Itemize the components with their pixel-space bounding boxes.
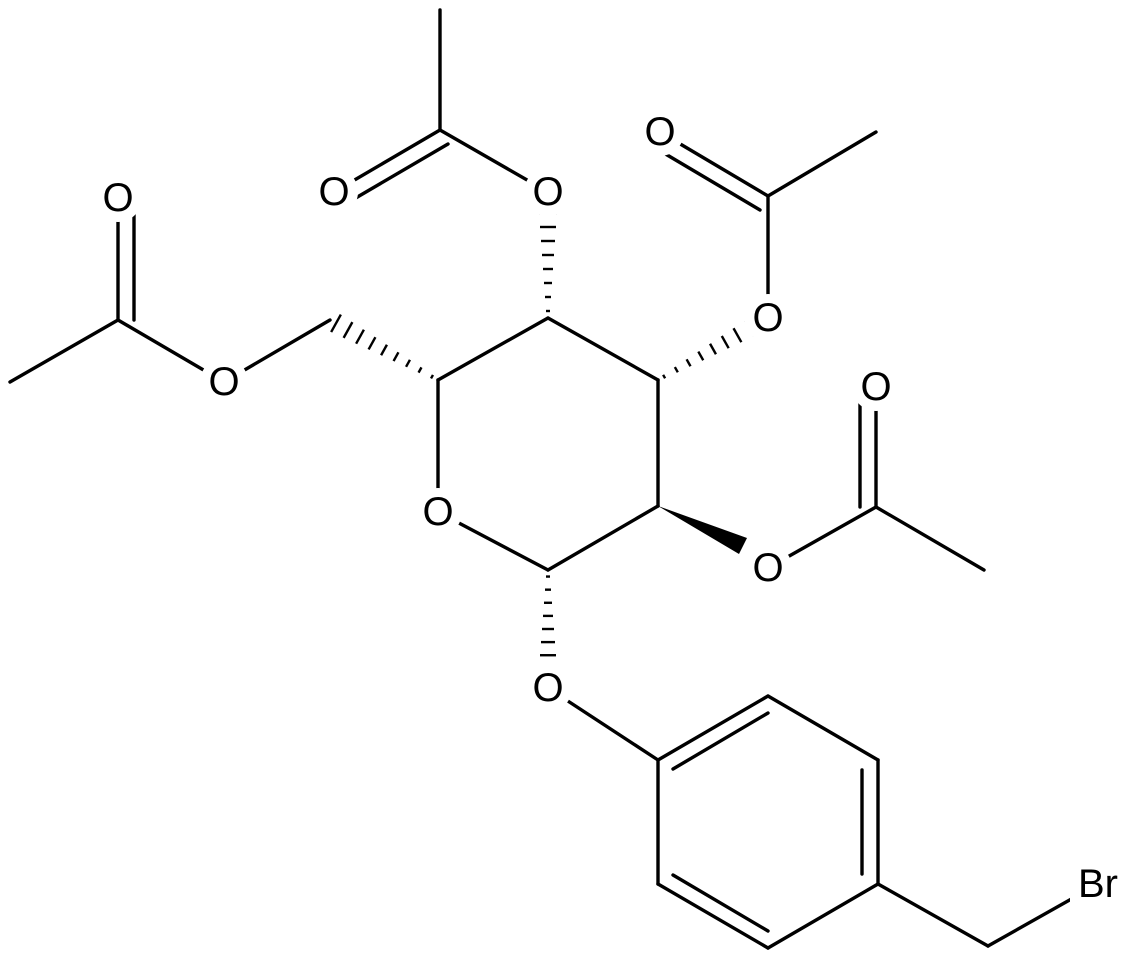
bond-o-aryl (546, 686, 660, 762)
hashed-bond-c4-o4 (538, 197, 558, 313)
hash-stroke (392, 351, 400, 362)
bond-c3-carbonyl-o (658, 130, 770, 198)
hash-stroke (732, 327, 743, 343)
carbonyl-oxygen-c2-label: O (860, 365, 891, 409)
bond-lines (8, 8, 1100, 950)
hash-stroke (417, 366, 423, 374)
hashed-bond-c5-c6 (330, 314, 435, 379)
bond-c4-c3 (546, 316, 660, 382)
glycosidic-oxygen-label: O (532, 666, 563, 710)
hashed-bond-c1-o1 (538, 575, 558, 683)
hash-stroke (744, 319, 756, 337)
ester-oxygen-c4-label: O (532, 170, 563, 214)
bond-c5-c4 (436, 316, 550, 382)
bond-ar1-ar2 (656, 694, 770, 762)
carbonyl-oxygen-c6-label: O (102, 176, 133, 220)
bond-c4-carbonyl-o-2 (340, 142, 450, 208)
bond-c3-carbonyl-o-2 (650, 144, 762, 212)
bond-ch2-br (986, 882, 1100, 948)
bond-o2-carbonyl-c (766, 505, 878, 570)
bond-ar5-ar6 (656, 882, 770, 950)
bond-ar2-ar3 (766, 694, 880, 762)
carbonyl-oxygen-c3-label: O (644, 110, 675, 154)
ring-oxygen-label: O (422, 490, 453, 534)
hash-stroke (685, 358, 692, 367)
bond-c6-o6 (222, 318, 332, 384)
bromine-label: Br (1078, 862, 1118, 906)
bond-ar4-ch2 (876, 882, 990, 948)
atom-labels: O O O O O O O O O O Br (102, 110, 1118, 906)
hash-stroke (709, 343, 717, 355)
hash-stroke (662, 374, 667, 379)
hash-stroke (367, 336, 377, 351)
hash-stroke (342, 321, 354, 339)
hash-stroke (380, 344, 388, 356)
bond-c6-methyl (8, 318, 120, 384)
ester-oxygen-c3-label: O (752, 296, 783, 340)
bond-c3-methyl (766, 130, 878, 198)
hash-stroke (355, 329, 365, 345)
hash-stroke (330, 314, 342, 333)
bond-o6-carbonyl-c (116, 318, 226, 384)
hash-stroke (697, 350, 705, 361)
bond-c2-methyl (874, 505, 986, 572)
hash-stroke (429, 374, 435, 379)
bond-o4-carbonyl-c (438, 128, 550, 194)
ester-oxygen-c2-label: O (752, 546, 783, 590)
hash-stroke (720, 335, 730, 349)
hashed-bond-c3-o3 (662, 312, 768, 379)
bond-ar4-ar5 (766, 882, 880, 950)
hash-stroke (405, 359, 411, 368)
bond-c1-ring-o (436, 510, 550, 572)
wedge-bond-c2-o2 (658, 506, 747, 554)
bond-c4-carbonyl-o (332, 128, 442, 194)
stereo-bonds (330, 197, 768, 683)
ester-oxygen-c6-label: O (208, 360, 239, 404)
bond-c2-c1 (546, 504, 660, 572)
carbonyl-oxygen-c4-label: O (318, 170, 349, 214)
bond-ar1-ar2-inner (671, 711, 770, 771)
hash-stroke (755, 312, 768, 331)
bond-ar5-ar6-inner (671, 873, 770, 933)
hash-stroke (673, 366, 679, 373)
